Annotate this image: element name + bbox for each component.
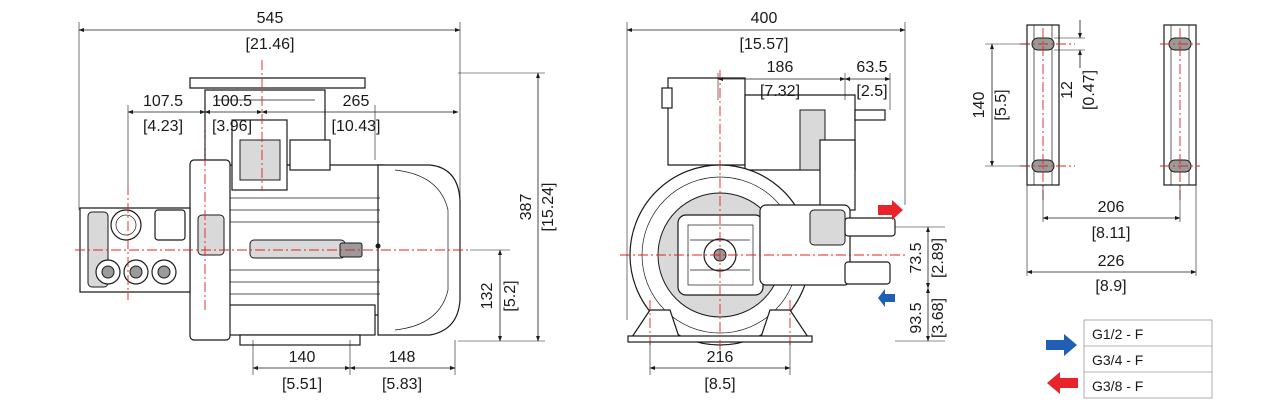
dim-265-inch: [10.43]	[332, 118, 381, 135]
dim-slot-12-inch: [0.47]	[1081, 70, 1098, 110]
dim-206: 206	[1098, 199, 1125, 216]
dim-186: 186	[767, 59, 794, 76]
dim-overall-length: 545	[257, 10, 284, 27]
dim-100-5-inch: [3.96]	[212, 118, 252, 135]
dim-front-width: 400	[751, 10, 778, 27]
front-view: 400 [15.57] 186 [7.32] 63.5 [2.5] 73.5 […	[620, 10, 947, 393]
dim-100-5: 100.5	[212, 93, 252, 110]
dim-overall-length-inch: [21.46]	[246, 36, 295, 53]
dim-107-5: 107.5	[143, 93, 183, 110]
dim-foot-140: 140	[289, 349, 316, 366]
legend-row-label: G3/8 - F	[1092, 378, 1143, 394]
dim-206-inch: [8.11]	[1092, 225, 1131, 242]
inlet-arrow-blue	[878, 289, 895, 307]
legend-arrow-blue	[1046, 334, 1077, 356]
dim-foot-148: 148	[389, 349, 416, 366]
legend-row-label: G3/4 - F	[1092, 352, 1143, 368]
outlet-arrow-red	[878, 200, 903, 220]
legend-arrow-red	[1047, 372, 1078, 394]
dim-base-216-inch: [8.5]	[704, 376, 735, 393]
dim-foot-140: 140	[971, 92, 988, 119]
front-terminal-box	[661, 77, 886, 211]
dim-shaft-height-inch: [5.2]	[502, 280, 519, 311]
dim-63-5: 63.5	[856, 59, 887, 76]
dim-226-inch: [8.9]	[1095, 278, 1126, 295]
side-view: 545 [21.46] 107.5 [4.23] 100.5 [3.96] 26…	[75, 10, 557, 393]
dim-foot-140-inch: [5.51]	[282, 376, 322, 393]
dim-226: 226	[1098, 253, 1125, 270]
dim-height-inch: [15.24]	[540, 183, 557, 232]
dim-foot-140-inch: [5.5]	[993, 89, 1010, 120]
motor-body	[224, 164, 461, 346]
dim-height: 387	[518, 194, 535, 221]
dim-base-216: 216	[707, 349, 734, 366]
dim-shaft-height: 132	[479, 283, 496, 310]
dim-93-5: 93.5	[908, 302, 925, 333]
dim-73-5-inch: [2.89]	[930, 238, 947, 278]
dim-73-5: 73.5	[908, 242, 925, 273]
port-legend: G1/2 - F G3/4 - F G3/8 - F	[1046, 319, 1213, 399]
dim-63-5-inch: [2.5]	[856, 83, 887, 100]
dim-93-5-inch: [3.68]	[930, 298, 947, 338]
dim-107-5-inch: [4.23]	[143, 118, 183, 135]
dim-foot-148-inch: [5.83]	[382, 376, 422, 393]
dim-265: 265	[343, 93, 370, 110]
foot-plan-view: 140 [5.5] 12 [0.47] 206 [8.11] 226 [8.9]	[971, 20, 1200, 295]
legend-row-label: G1/2 - F	[1092, 326, 1143, 342]
dim-186-inch: [7.32]	[760, 83, 800, 100]
terminal-box	[189, 77, 366, 191]
dim-slot-12: 12	[1059, 81, 1076, 99]
dim-front-width-inch: [15.57]	[740, 36, 789, 53]
front-pump-head	[759, 204, 896, 286]
